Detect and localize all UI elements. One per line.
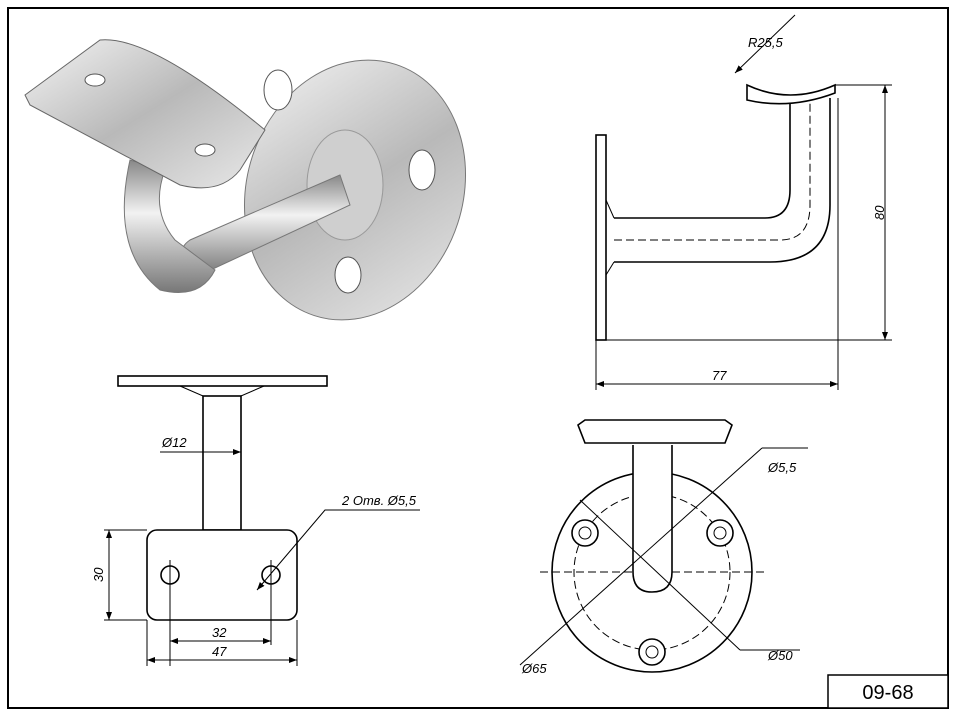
drawing-code: 09-68 <box>862 682 913 704</box>
saddle-width-label: 30 <box>91 567 106 582</box>
front-view: Ø5,5 Ø65 Ø50 <box>519 419 808 676</box>
isometric-render <box>24 39 467 321</box>
holes-note-label: 2 Отв. Ø5,5 <box>341 493 417 508</box>
hole-spacing-label: 32 <box>212 625 227 640</box>
radius-label: R25,5 <box>748 35 783 50</box>
plate-hole-label: Ø5,5 <box>767 460 797 475</box>
tube-diameter-label: Ø12 <box>161 435 187 450</box>
top-view: Ø12 30 32 47 2 Отв. Ø5,5 <box>91 375 420 666</box>
drawing-frame <box>7 7 949 709</box>
height-label: 80 <box>872 205 887 220</box>
plate-diameter-label: Ø65 <box>521 661 547 676</box>
saddle-length-label: 47 <box>212 644 227 659</box>
length-label: 77 <box>712 368 727 383</box>
side-view: R25,5 80 77 <box>595 14 892 390</box>
title-block <box>827 674 949 709</box>
bolt-circle-label: Ø50 <box>767 648 793 663</box>
